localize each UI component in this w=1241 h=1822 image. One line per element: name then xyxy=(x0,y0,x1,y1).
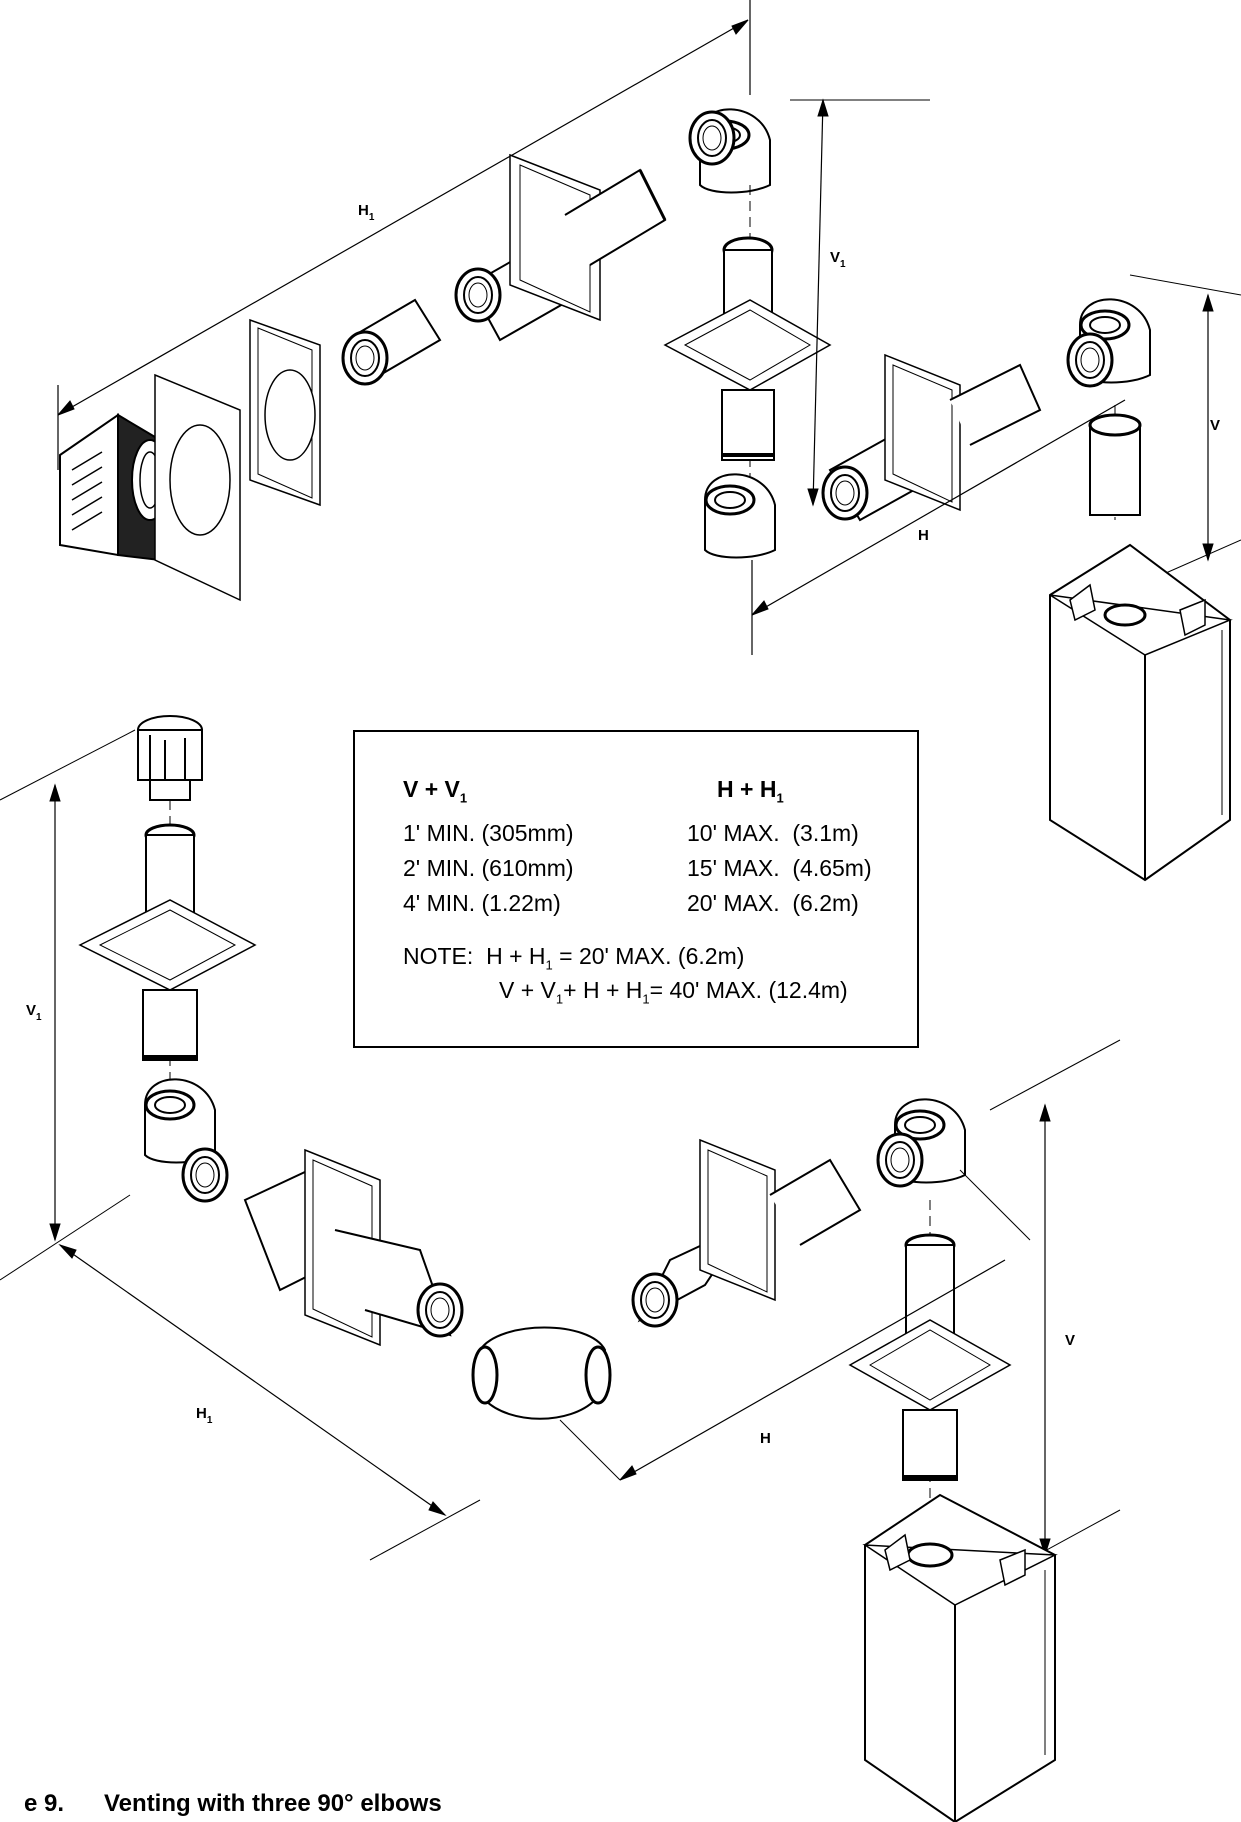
spec-row-h-3: 20' MAX. (6.2m) xyxy=(687,889,859,916)
label-v-bottom: V xyxy=(1065,1332,1075,1349)
ceiling-plate-1 xyxy=(663,299,832,391)
ceiling-plate-3 xyxy=(848,1319,1012,1411)
spec-column-vertical: V + V1 1' MIN. (305mm) 2' MIN. (610mm) 4… xyxy=(403,772,574,921)
spec-column-horizontal: H + H1 10' MAX. (3.1m) 15' MAX. (4.65m) … xyxy=(687,772,872,921)
spec-row-h-2: 15' MAX. (4.65m) xyxy=(687,854,872,881)
label-h1-top: H1 xyxy=(358,202,375,223)
label-h-top: H xyxy=(918,527,929,544)
venting-spec-table: V + V1 1' MIN. (305mm) 2' MIN. (610mm) 4… xyxy=(353,730,919,1048)
label-h-bottom: H xyxy=(760,1430,771,1447)
fireplace-unit-top xyxy=(1049,543,1233,882)
figure-number: e 9. xyxy=(23,1790,64,1817)
spec-header-vertical: V + V1 xyxy=(403,776,468,806)
label-h1-bottom: H1 xyxy=(196,1405,213,1426)
roof-termination-cap xyxy=(137,715,203,801)
label-v1-top: V1 xyxy=(830,249,846,270)
label-v1-bottom: V1 xyxy=(26,1002,42,1023)
spec-note: NOTE: H + H1 = 20' MAX. (6.2m) V + V1+ H… xyxy=(403,943,848,1007)
figure-title: Venting with three 90° elbows xyxy=(104,1790,442,1817)
spec-row-h-1: 10' MAX. (3.1m) xyxy=(687,819,859,846)
top-vent-assembly xyxy=(57,0,1241,882)
wall-plate-6 xyxy=(699,1138,776,1302)
dimension-labels: H1 V1 V H V1 H1 H V xyxy=(26,202,1220,1447)
wall-plate-3 xyxy=(509,153,601,322)
ceiling-plate-2 xyxy=(78,899,257,991)
termination-cap xyxy=(59,413,169,562)
spec-header-horizontal: H + H1 xyxy=(717,776,784,806)
spec-row-v-2: 2' MIN. (610mm) xyxy=(403,854,574,881)
spec-row-v-1: 1' MIN. (305mm) xyxy=(403,819,574,846)
figure-caption: e 9. Venting with three 90° elbows xyxy=(0,1790,442,1818)
bottom-vent-assembly xyxy=(0,715,1121,1822)
label-v-top: V xyxy=(1210,417,1220,434)
spec-row-v-3: 4' MIN. (1.22m) xyxy=(403,889,561,916)
fireplace-unit-bottom xyxy=(862,1493,1058,1822)
wall-plate-4 xyxy=(884,353,961,512)
